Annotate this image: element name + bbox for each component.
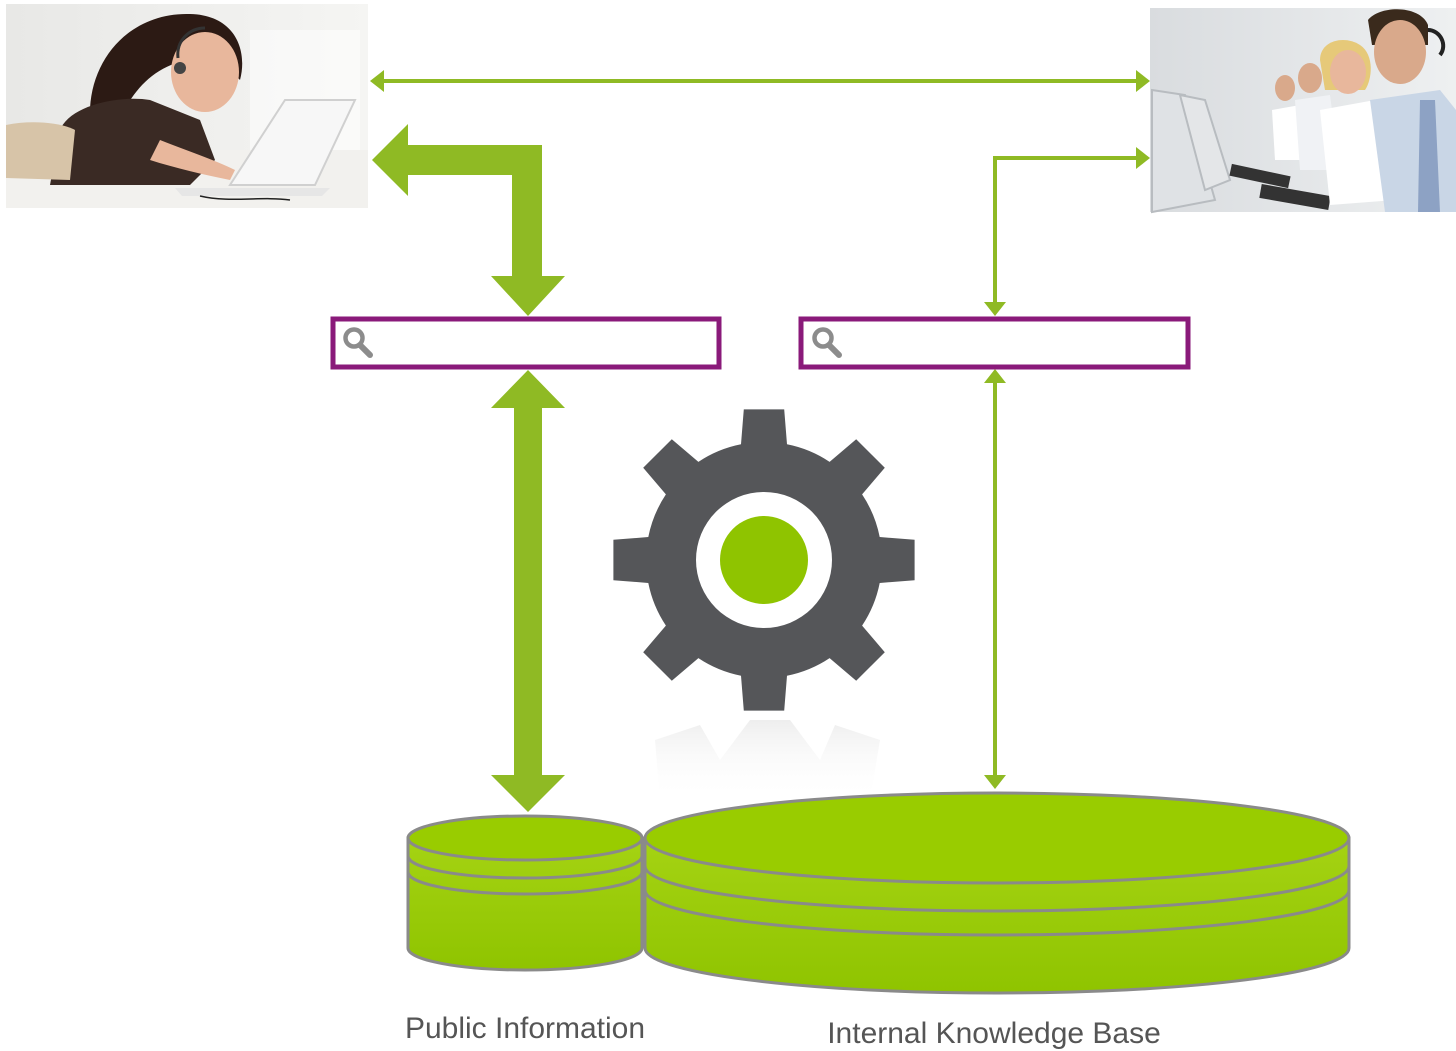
- internal-search-box[interactable]: [798, 316, 1191, 370]
- arrow-agents-to-internal-search: [984, 147, 1150, 316]
- arrow-customer-agents: [370, 70, 1150, 92]
- agents-photo: [1150, 8, 1456, 214]
- gear-reflection: [655, 720, 880, 800]
- public-information-label: Public Information: [405, 1012, 645, 1045]
- public-information-database: [406, 814, 644, 972]
- arrow-customer-to-public-search: [372, 124, 565, 316]
- arrow-public-search-to-db: [491, 370, 565, 812]
- search-icon: [343, 327, 373, 358]
- internal-knowledge-base-database: [643, 791, 1351, 995]
- customer-photo: [6, 4, 368, 208]
- connector-lines: [370, 70, 1150, 812]
- internal-knowledge-base-label: Internal Knowledge Base: [827, 1017, 1161, 1050]
- arrow-internal-search-to-db: [984, 369, 1006, 789]
- gear-icon: [613, 409, 915, 711]
- search-icon: [812, 327, 842, 358]
- public-search-box[interactable]: [330, 316, 722, 370]
